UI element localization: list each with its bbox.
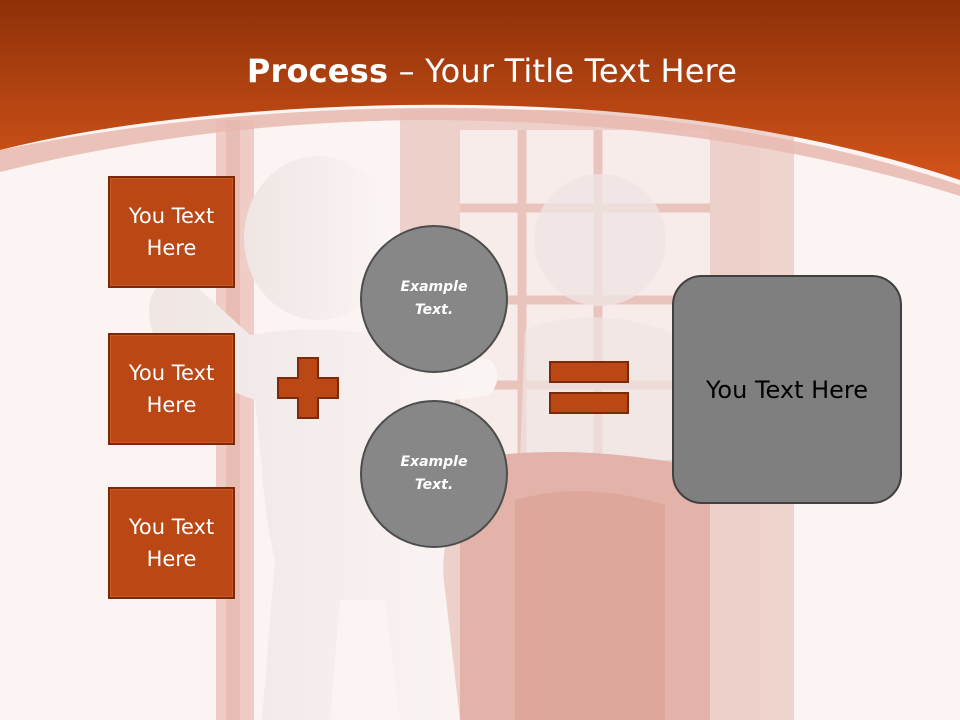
text-box-2: You Text Here <box>108 333 235 445</box>
equals-icon <box>549 361 629 414</box>
text-box-3: You Text Here <box>108 487 235 599</box>
page-title: Process – Your Title Text Here <box>0 52 960 90</box>
example-circle-1: Example Text. <box>360 225 508 373</box>
plus-icon <box>277 357 339 419</box>
header-band <box>0 0 960 180</box>
text-box-1: You Text Here <box>108 176 235 288</box>
figure-illustration <box>149 156 498 720</box>
example-circle-2: Example Text. <box>360 400 508 548</box>
title-bold: Process <box>246 52 389 90</box>
title-rest: – Your Title Text Here <box>388 52 738 90</box>
result-box: You Text Here <box>672 275 902 504</box>
